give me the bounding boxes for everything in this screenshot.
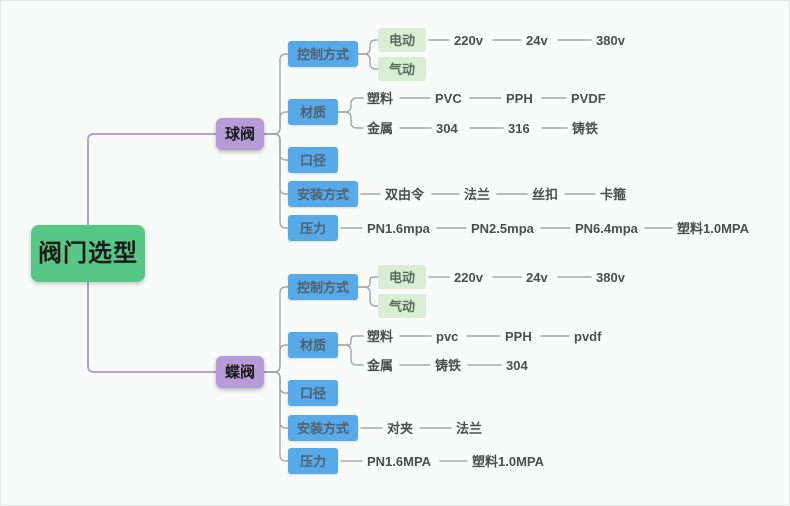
edge-bv-control-bv-pneumatic: [357, 53, 379, 70]
node-bv-pneumatic[interactable]: 气动: [378, 57, 426, 81]
node-bv-clamp[interactable]: 卡箍: [600, 186, 627, 202]
node-bv-thread[interactable]: 丝扣: [532, 186, 559, 202]
node-bv-pn25[interactable]: PN2.5mpa: [471, 220, 534, 236]
node-bf-cast-iron[interactable]: 铸铁: [435, 357, 462, 373]
node-bv-pn16[interactable]: PN1.6mpa: [367, 220, 430, 236]
node-bf-pneumatic[interactable]: 气动: [378, 294, 426, 318]
edge-ball-valve-bv-control: [263, 53, 289, 135]
node-bf-pvc[interactable]: pvc: [436, 328, 459, 344]
edge-butterfly-valve-bf-control: [263, 286, 289, 373]
node-bv-material[interactable]: 材质: [288, 99, 338, 125]
edge-bf-material-bf-plastic: [337, 335, 364, 346]
node-bf-control[interactable]: 控制方式: [288, 274, 358, 300]
node-bv-double-union[interactable]: 双由令: [385, 186, 425, 202]
edge-root-ball-valve: [87, 133, 217, 226]
node-bf-220v[interactable]: 220v: [454, 269, 483, 285]
node-bf-304[interactable]: 304: [506, 357, 528, 373]
node-bf-pph[interactable]: PPH: [505, 328, 532, 344]
node-bf-wafer[interactable]: 对夹: [387, 420, 414, 436]
node-butterfly-valve[interactable]: 蝶阀: [216, 356, 264, 388]
node-root[interactable]: 阀门选型: [31, 225, 145, 282]
node-bv-plastic[interactable]: 塑料: [367, 90, 394, 106]
edge-bf-material-bf-metal: [337, 344, 364, 366]
node-bv-flange[interactable]: 法兰: [464, 186, 491, 202]
edge-root-butterfly-valve: [87, 281, 217, 373]
node-bf-24v[interactable]: 24v: [526, 269, 548, 285]
node-bv-pn64[interactable]: PN6.4mpa: [575, 220, 638, 236]
edge-bv-material-bv-plastic: [337, 97, 364, 113]
node-bv-plastic10[interactable]: 塑料1.0MPA: [677, 220, 749, 236]
node-bv-380v[interactable]: 380v: [596, 32, 625, 48]
node-bf-electric[interactable]: 电动: [378, 265, 426, 289]
node-bf-380v[interactable]: 380v: [596, 269, 625, 285]
node-bf-plastic10[interactable]: 塑料1.0MPA: [472, 453, 544, 469]
edge-ball-valve-bv-diameter: [263, 133, 289, 161]
edge-ball-valve-bv-pressure: [263, 133, 289, 229]
node-bf-flange[interactable]: 法兰: [456, 420, 483, 436]
node-bv-24v[interactable]: 24v: [526, 32, 548, 48]
node-bv-pressure[interactable]: 压力: [288, 215, 338, 241]
node-bv-diameter[interactable]: 口径: [288, 147, 338, 173]
edge-butterfly-valve-bf-diameter: [263, 371, 289, 394]
edge-bf-control-bf-electric: [357, 276, 379, 288]
node-ball-valve[interactable]: 球阀: [216, 118, 264, 150]
edge-butterfly-valve-bf-pressure: [263, 371, 289, 462]
edge-ball-valve-bv-material: [263, 111, 289, 135]
node-bv-pvc[interactable]: PVC: [435, 90, 462, 106]
node-bf-pvdf[interactable]: pvdf: [574, 328, 602, 344]
node-bv-install[interactable]: 安装方式: [288, 181, 358, 207]
node-bv-pph[interactable]: PPH: [506, 90, 533, 106]
node-bf-pn16[interactable]: PN1.6MPA: [367, 453, 432, 469]
node-bv-electric[interactable]: 电动: [378, 28, 426, 52]
edge-bf-control-bf-pneumatic: [357, 286, 379, 307]
node-bf-material[interactable]: 材质: [288, 332, 338, 358]
node-bv-pvdf[interactable]: PVDF: [571, 90, 606, 106]
node-bv-304[interactable]: 304: [436, 120, 458, 136]
node-bf-diameter[interactable]: 口径: [288, 380, 338, 406]
edge-ball-valve-bv-install: [263, 133, 289, 195]
edge-butterfly-valve-bf-install: [263, 371, 289, 429]
node-bv-control[interactable]: 控制方式: [288, 41, 358, 67]
edge-bv-material-bv-metal: [337, 111, 364, 129]
node-bv-220v[interactable]: 220v: [454, 32, 483, 48]
node-bf-pressure[interactable]: 压力: [288, 448, 338, 474]
edge-bv-control-bv-electric: [357, 39, 379, 55]
node-bv-metal[interactable]: 金属: [367, 120, 394, 136]
node-bf-metal[interactable]: 金属: [367, 357, 394, 373]
node-bv-316[interactable]: 316: [508, 120, 530, 136]
node-bv-cast-iron[interactable]: 铸铁: [572, 120, 599, 136]
node-bf-install[interactable]: 安装方式: [288, 415, 358, 441]
edge-butterfly-valve-bf-material: [263, 344, 289, 373]
node-bf-plastic[interactable]: 塑料: [367, 328, 394, 344]
